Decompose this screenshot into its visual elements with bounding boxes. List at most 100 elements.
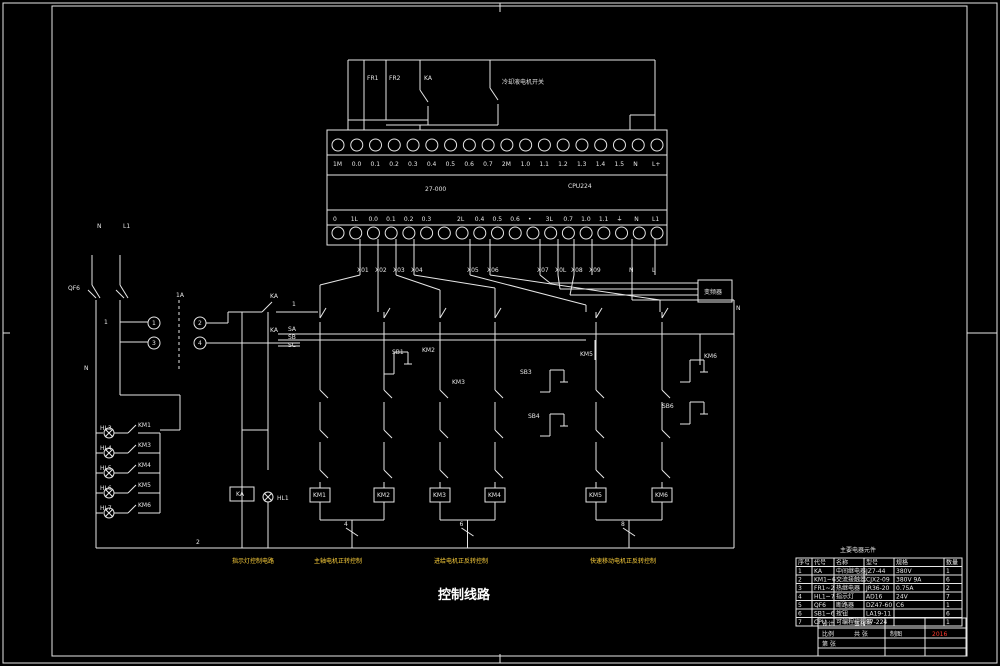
node-label: KM2 — [422, 347, 435, 354]
plc-terminal — [556, 138, 570, 152]
plc-terminal-label: 1M — [333, 161, 342, 168]
branch-section-label: 主轴电机正转控制 — [314, 557, 362, 565]
input-label: FR2 — [389, 75, 401, 82]
lamp-cross — [104, 428, 114, 438]
plc-terminal-label: 0 — [333, 216, 337, 223]
contact-blade — [439, 429, 449, 439]
parts-cell: 1 — [946, 619, 950, 626]
plc-terminal — [481, 138, 495, 152]
parts-header: 序号 — [798, 559, 810, 567]
plc-terminal — [444, 138, 458, 152]
lamp-cross — [104, 508, 114, 518]
contact-blade — [383, 469, 393, 479]
parts-cell: FR1~2 — [814, 585, 834, 592]
svg-text:1: 1 — [152, 320, 156, 327]
title-block-code: 2016 — [932, 631, 947, 638]
plc-terminal-label: 3L — [546, 216, 554, 223]
plc-terminal-label: 1.0 — [581, 216, 591, 223]
coil-label: KM5 — [589, 492, 602, 499]
wire — [413, 274, 496, 289]
node-label: KM3 — [452, 379, 465, 386]
plc-terminal — [402, 226, 416, 240]
plc-terminal — [575, 138, 589, 152]
contact-blade — [622, 527, 636, 537]
plc-terminal — [597, 226, 611, 240]
plc-terminal-label: 0.2 — [404, 216, 414, 223]
left-section-label: 指示灯控制电路 — [232, 557, 274, 565]
contact-blade — [383, 429, 393, 439]
plc-terminal — [526, 226, 540, 240]
plc-terminal-label: 2L — [457, 216, 465, 223]
input-label: 冷却液电机开关 — [502, 78, 544, 86]
svg-text:3: 3 — [152, 340, 156, 347]
node-label: SB4 — [528, 413, 540, 420]
plc-terminal-label: 1.3 — [577, 161, 587, 168]
plc-terminal — [384, 226, 398, 240]
plc-module-code: 27-000 — [425, 186, 446, 193]
contact-blade — [494, 429, 504, 439]
plc-terminal — [544, 226, 558, 240]
contact-blade — [127, 504, 137, 514]
parts-cell: 7 — [798, 619, 802, 626]
coil-label: KM1 — [313, 492, 326, 499]
lamp-cross — [104, 448, 114, 458]
parts-cell: 2 — [798, 577, 802, 584]
parts-cell: 断路器 — [836, 601, 854, 609]
contact-label: SB — [288, 334, 296, 341]
plc-terminal-label: 1.0 — [521, 161, 531, 168]
output-line-label: X04 — [411, 267, 423, 274]
parts-cell: 380V — [896, 568, 912, 575]
plc-terminal — [425, 138, 439, 152]
plc-terminal-label: • — [528, 216, 532, 223]
node-label: N — [84, 365, 89, 372]
contact-blade — [461, 527, 474, 537]
plc-terminal — [561, 226, 575, 240]
plc-terminal — [612, 138, 626, 152]
contact-blade — [319, 307, 327, 319]
lamp-contact-label: KM6 — [138, 502, 151, 509]
parts-cell: 可编程控制器 — [836, 618, 872, 626]
plc-terminal — [500, 138, 514, 152]
svg-text:1: 1 — [292, 301, 296, 308]
parts-cell: 按钮 — [836, 610, 848, 618]
title-block-field: 比例 — [822, 630, 834, 638]
coil-label: KM6 — [655, 492, 668, 499]
plc-terminal — [462, 138, 476, 152]
branch-section-label: 快速移动电机正反转控制 — [590, 557, 656, 565]
plc-terminal-label: 0.5 — [446, 161, 456, 168]
plc-module: 27-000 CPU224 — [326, 129, 668, 246]
parts-cell: SB1~6 — [814, 611, 835, 618]
plc-terminal — [331, 226, 345, 240]
parts-cell: 24V — [896, 594, 909, 601]
parts-cell: CJX2-09 — [866, 577, 890, 584]
breaker-label: QF6 — [68, 285, 80, 292]
contact-blade — [661, 469, 671, 479]
parts-cell: S7-224 — [866, 619, 887, 626]
parts-header: 型号 — [866, 559, 878, 567]
lamp-cross — [104, 488, 114, 498]
node-label: SB6 — [662, 403, 674, 410]
parts-cell: JZ7-44 — [865, 568, 886, 575]
parts-cell: 指示灯 — [836, 593, 854, 601]
plc-terminal-label: 1.1 — [539, 161, 549, 168]
parts-cell: 7 — [946, 594, 950, 601]
output-line-label: X05 — [467, 267, 479, 274]
parts-cell: 2 — [946, 585, 950, 592]
plc-terminal-label: 0.5 — [493, 216, 503, 223]
svg-text:2: 2 — [198, 320, 202, 327]
plc-terminal — [650, 226, 664, 240]
parts-cell: HL1~7 — [814, 594, 835, 601]
plc-terminal-label: 0.0 — [352, 161, 362, 168]
title-block-stamp: 制图 — [890, 630, 902, 638]
node-number: 6 — [460, 521, 464, 528]
parts-cell: AD16 — [866, 594, 883, 601]
parts-cell: JR36-20 — [865, 585, 890, 592]
contact-blade — [345, 527, 359, 537]
contact-blade — [661, 429, 671, 439]
plc-terminal-label: 1.4 — [596, 161, 606, 168]
plc-terminal-label: 0.4 — [427, 161, 437, 168]
parts-cell: 5 — [798, 602, 802, 609]
lamp-contact-label: KM3 — [138, 442, 151, 449]
wire — [395, 274, 441, 291]
